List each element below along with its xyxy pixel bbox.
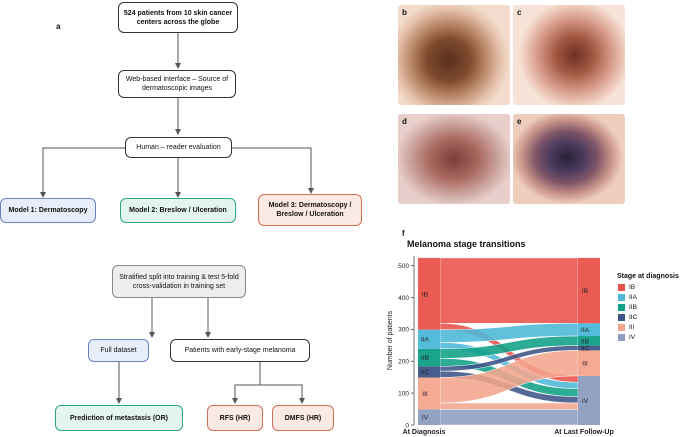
followup-node-IIB	[578, 336, 600, 346]
legend-label: IV	[629, 334, 636, 341]
legend-item-IIA: IIA	[618, 294, 637, 301]
dermatoscopy-image-c: c	[513, 5, 625, 105]
y-tick-label: 200	[398, 359, 409, 366]
y-tick-label: 100	[398, 390, 409, 397]
photo-label-d: d	[402, 117, 407, 126]
y-tick-label: 500	[398, 263, 409, 270]
chart-title: Melanoma stage transitions	[407, 239, 526, 249]
legend-label: IIA	[629, 294, 637, 301]
patients-box: 524 patients from 10 skin cancer centers…	[118, 2, 238, 33]
panel-f-letter: f	[402, 229, 405, 238]
followup-node-label-IIC: IIC	[581, 345, 590, 352]
diagnosis-node-label-IIA: IIA	[421, 337, 430, 344]
y-tick-label: 0	[405, 422, 409, 429]
legend-title: Stage at diagnosis	[617, 273, 679, 280]
diagnosis-node-IIB	[418, 348, 440, 367]
panel-a-connectors	[40, 33, 314, 404]
photo-label-b: b	[402, 8, 407, 17]
legend-item-IB: IB	[618, 284, 635, 291]
early-stage-box: Patients with early-stage melanoma	[170, 339, 310, 362]
followup-node-label-IV: IV	[582, 398, 589, 405]
legend-item-IV: IV	[618, 334, 635, 341]
legend-item-III: III	[618, 324, 634, 331]
photo-label-c: c	[517, 8, 522, 17]
source-box: Web-based interface – Source of dermatos…	[118, 70, 236, 98]
followup-node-IIA	[578, 323, 600, 337]
legend-swatch	[618, 294, 625, 301]
diagnosis-node-label-IIB: IIB	[421, 355, 429, 362]
followup-node-label-IB: IB	[582, 288, 588, 295]
diagnosis-node-label-IV: IV	[422, 415, 429, 422]
diagnosis-node-IIA	[418, 329, 440, 349]
x-label-diagnosis: At Diagnosis	[403, 429, 446, 436]
legend-swatch	[618, 324, 625, 331]
split-box: Stratified split into training & test 5-…	[112, 265, 246, 298]
y-tick-label: 300	[398, 327, 409, 334]
flow-III-to-IV	[439, 402, 579, 410]
model-3-box: Model 3: Dermatoscopy / Breslow / Ulcera…	[258, 194, 362, 226]
followup-node-III	[578, 350, 600, 376]
flow-IV-to-IV	[439, 409, 579, 426]
photo-label-e: e	[517, 117, 522, 126]
diagnosis-node-IIC	[418, 366, 440, 378]
x-label-followup: At Last Follow-Up	[554, 429, 614, 436]
model-2-box: Model 2: Breslow / Ulceration	[120, 198, 236, 223]
dermatoscopy-image-e: e	[513, 114, 625, 204]
dermatoscopy-image-b: b	[398, 5, 510, 105]
diagnosis-node-label-III: III	[422, 391, 428, 398]
y-tick-label: 400	[398, 295, 409, 302]
prediction-box: Prediction of metastasis (OR)	[55, 405, 183, 431]
followup-node-label-IIA: IIA	[581, 327, 590, 334]
legend-swatch	[618, 314, 625, 321]
full-dataset-box: Full dataset	[88, 339, 149, 362]
followup-node-label-III: III	[582, 361, 588, 368]
legend-swatch	[618, 334, 625, 341]
diagnosis-node-III	[418, 377, 440, 410]
followup-node-IB	[578, 257, 600, 324]
flow-IB-to-IB	[439, 257, 579, 324]
diagnosis-node-label-IIC: IIC	[421, 369, 430, 376]
legend-label: IIB	[629, 304, 637, 311]
followup-node-IIC	[578, 345, 600, 351]
dmfs-box: DMFS (HR)	[272, 405, 334, 431]
legend-item-IIC: IIC	[618, 314, 637, 321]
followup-node-label-IIB: IIB	[581, 338, 589, 345]
reader-evaluation-box: Human – reader evaluation	[125, 137, 232, 158]
rfs-box: RFS (HR)	[207, 405, 263, 431]
model-1-box: Model 1: Dermatoscopy	[0, 198, 96, 223]
legend-swatch	[618, 284, 625, 291]
panel-a-letter: a	[56, 22, 61, 31]
legend-label: III	[629, 324, 635, 331]
y-axis-label: Number of patients	[387, 310, 394, 370]
diagnosis-node-IB	[418, 257, 440, 330]
diagnosis-node-label-IB: IB	[422, 291, 428, 298]
legend-swatch	[618, 304, 625, 311]
legend-label: IIC	[629, 314, 638, 321]
dermatoscopy-image-d: d	[398, 114, 510, 204]
diagnosis-node-IV	[418, 409, 440, 425]
legend-item-IIB: IIB	[618, 304, 637, 311]
followup-node-IV	[578, 375, 600, 425]
legend-label: IB	[629, 284, 636, 291]
